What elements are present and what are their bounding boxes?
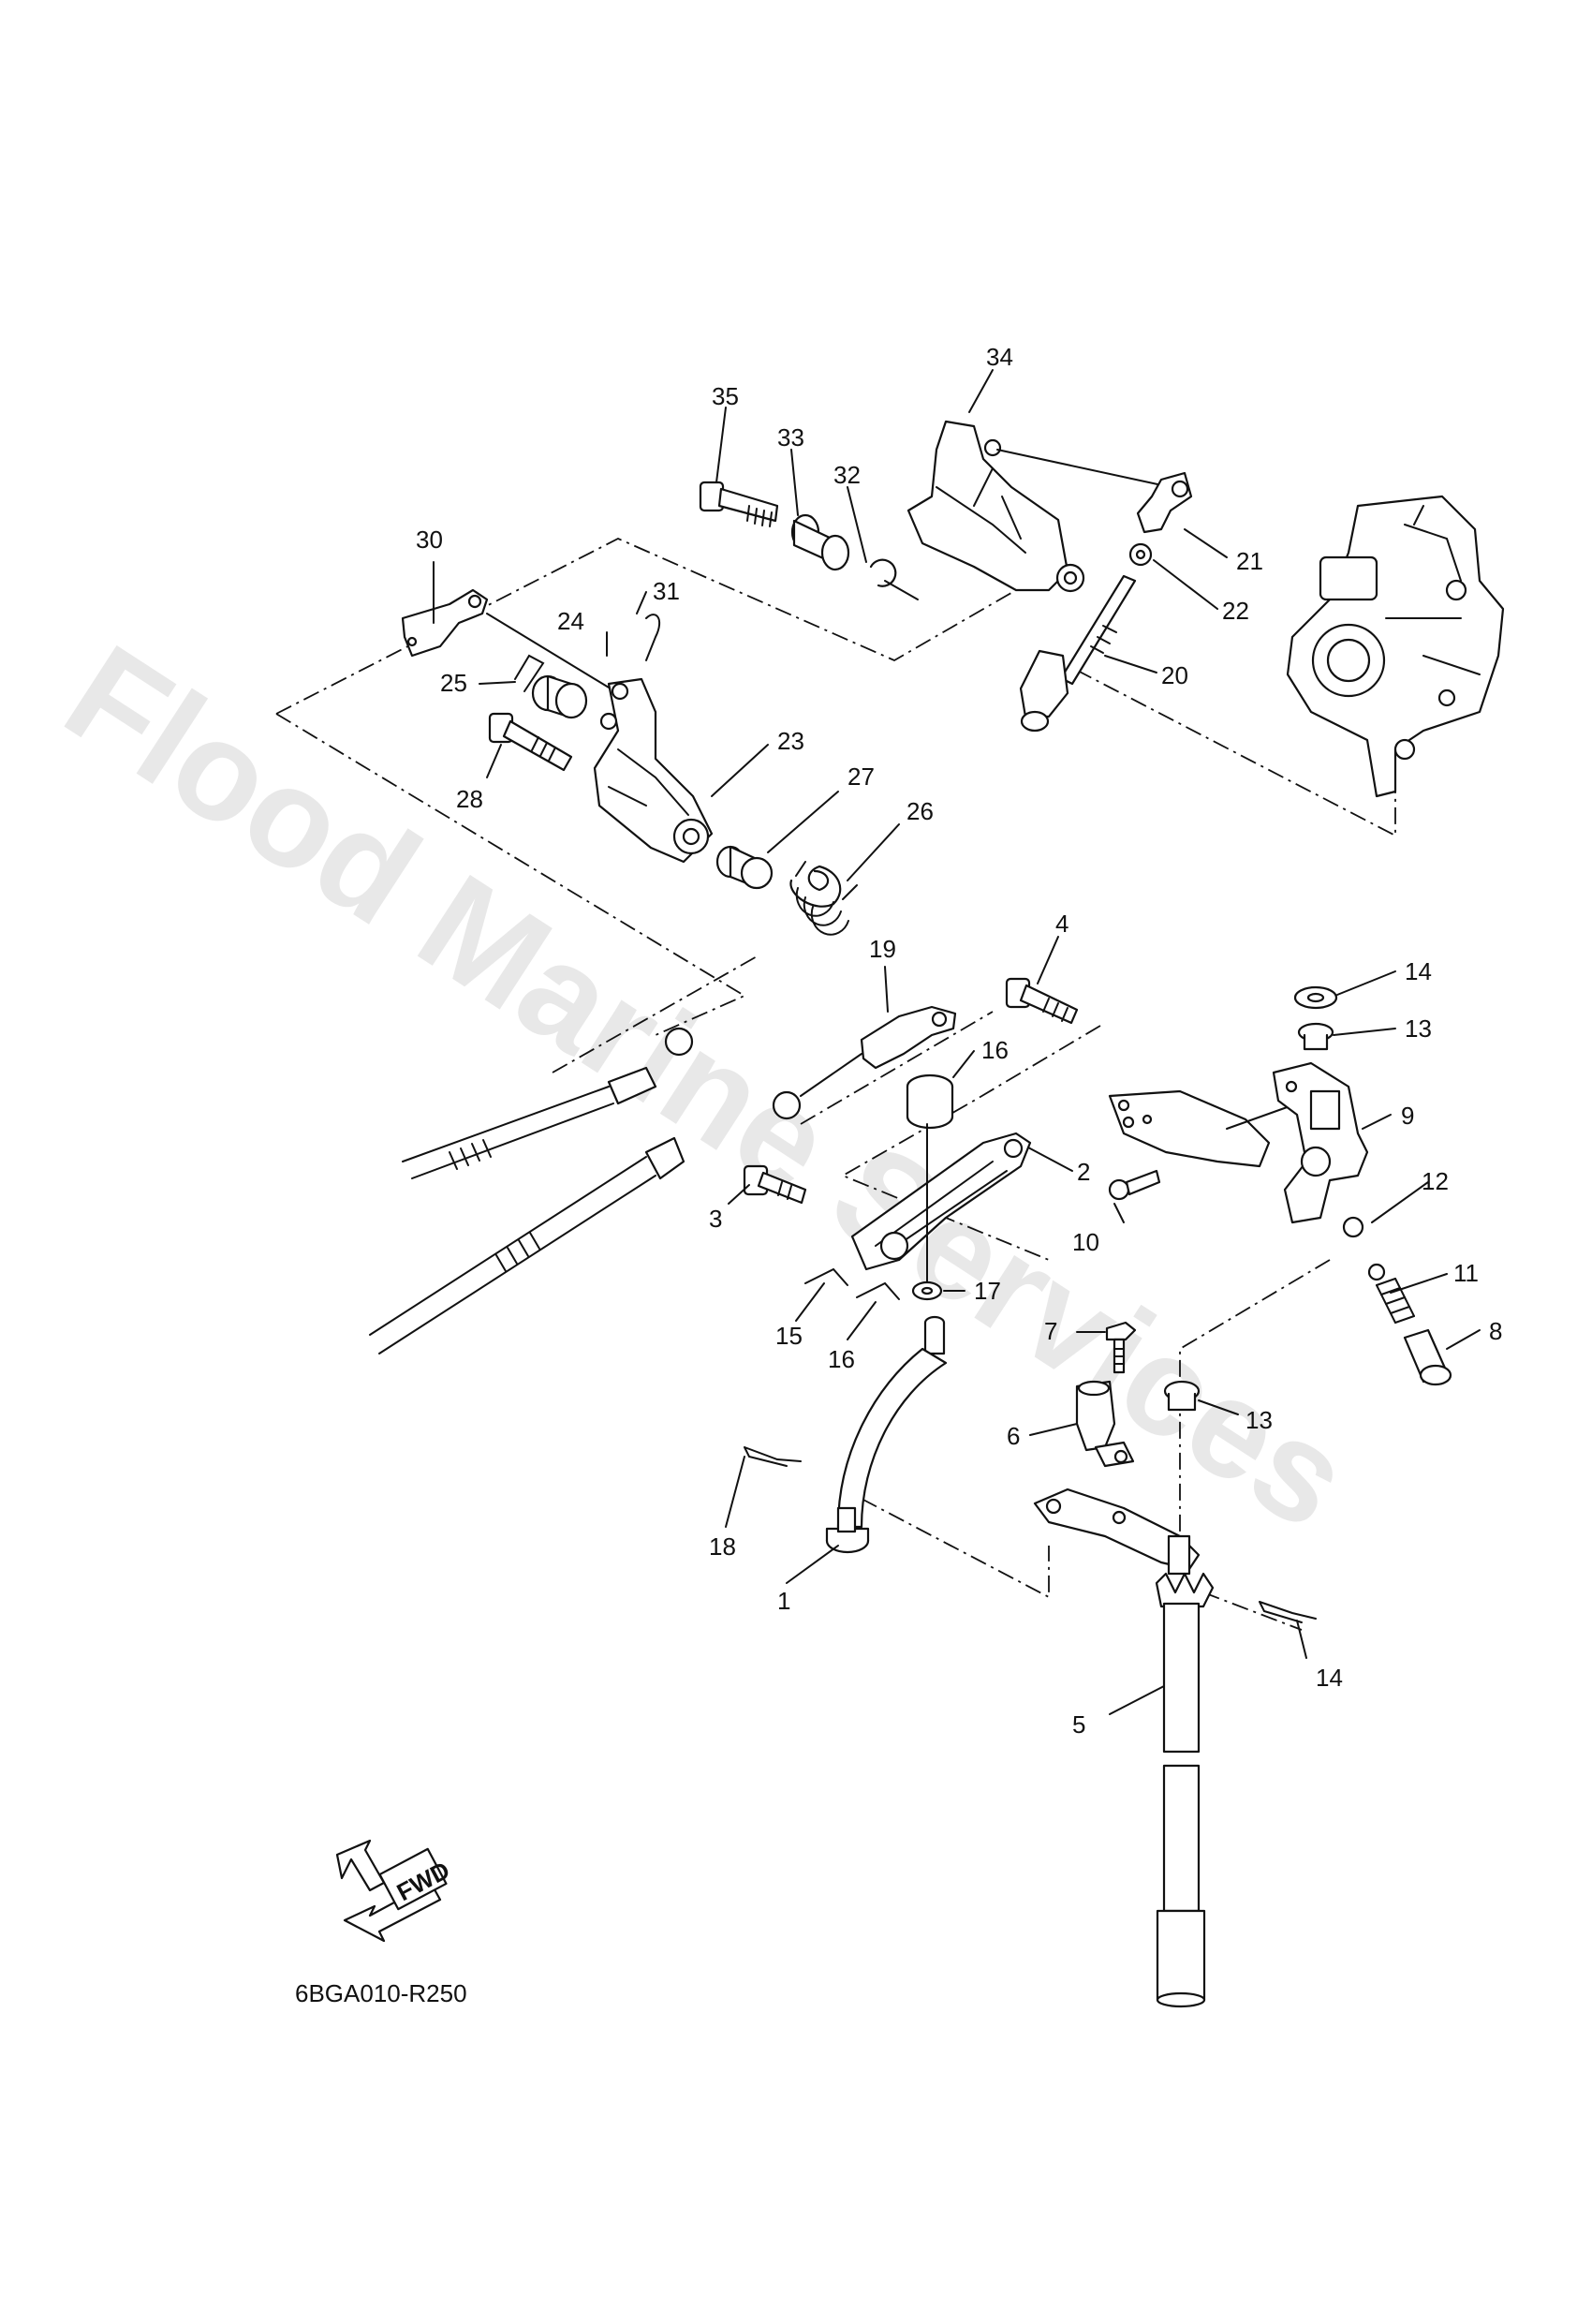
diagram-code: 6BGA010-R250 — [295, 1979, 467, 2007]
shift-rod-5 — [1156, 1602, 1206, 2008]
pin-26 — [514, 654, 545, 692]
collar-25 — [531, 674, 588, 719]
joint-20 — [860, 1005, 957, 1070]
shift-lever-10-bracket — [1108, 1089, 1271, 1168]
bolt-3 — [743, 1164, 807, 1205]
holder-9 — [1272, 1061, 1369, 1224]
callout-11: 11 — [1453, 1259, 1479, 1287]
callout-12: 12 — [1422, 1167, 1449, 1195]
callout-13-lower: 13 — [1245, 1406, 1273, 1434]
callout-16-right: 16 — [828, 1345, 855, 1373]
callout-16-left: 15 — [775, 1322, 803, 1350]
callout-1: 1 — [777, 1587, 790, 1615]
callout-15: 14 — [1316, 1664, 1343, 1692]
callout-22: 21 — [1236, 547, 1263, 575]
callout-21: 20 — [1161, 661, 1188, 689]
callout-33: 33 — [777, 423, 804, 451]
callout-13-upper: 13 — [1405, 1014, 1432, 1043]
bushing-13-lower — [1163, 1380, 1201, 1412]
rod-21 — [1019, 574, 1137, 733]
clip-35 — [645, 614, 661, 661]
callout-28: 27 — [847, 762, 875, 791]
lever-24 — [593, 677, 714, 864]
nut-23 — [1128, 542, 1153, 567]
bushing-28 — [715, 845, 774, 890]
pin-19 — [744, 1446, 802, 1467]
spring-27 — [789, 861, 858, 936]
callout-19: 18 — [709, 1532, 736, 1561]
callout-5: 5 — [1072, 1710, 1085, 1739]
callout-31: 35 — [712, 382, 739, 410]
bracket-30 — [906, 420, 1172, 593]
pin-15 — [1259, 1601, 1317, 1623]
callout-34: 30 — [416, 525, 443, 554]
fwd-arrow-icon: FWD — [335, 1839, 454, 1943]
callout-35: 31 — [653, 577, 680, 605]
callout-23: 22 — [1222, 597, 1249, 625]
cable-lower — [369, 1090, 802, 1354]
holder-6 — [1075, 1380, 1135, 1468]
washer-18 — [911, 1280, 943, 1301]
bolt-4 — [1005, 977, 1079, 1025]
bolt-7 — [1105, 1321, 1137, 1374]
link-34 — [401, 588, 489, 658]
callout-29: 28 — [456, 785, 483, 813]
callout-7: 7 — [1044, 1317, 1057, 1345]
callout-6: 6 — [1007, 1422, 1020, 1450]
shift-arm — [1033, 1488, 1215, 1608]
clips-16 — [804, 1267, 900, 1300]
collar-17 — [906, 1073, 954, 1130]
washer-14 — [1293, 985, 1338, 1010]
collar-33 — [790, 513, 850, 571]
screw-10 — [1108, 1169, 1161, 1201]
callout-20: 19 — [869, 935, 896, 963]
callout-9: 9 — [1401, 1102, 1414, 1130]
circlip-32 — [869, 558, 897, 587]
callout-10: 10 — [1072, 1228, 1099, 1256]
bolt-31 — [699, 481, 779, 527]
callout-labels: 34 35 33 32 21 22 20 30 31 24 25 23 28 2… — [416, 343, 1502, 1739]
bushing-13-upper — [1297, 1022, 1334, 1051]
callout-32: 32 — [833, 461, 861, 489]
callout-30: 34 — [986, 343, 1013, 371]
watermark: Flood Marine Services — [40, 614, 1377, 1559]
callout-25: 24 — [557, 607, 584, 635]
plug-8 — [1403, 1328, 1452, 1386]
callout-4: 4 — [1055, 910, 1069, 938]
throttle-body — [1286, 495, 1505, 798]
callout-3: 3 — [709, 1205, 722, 1233]
spring-11 — [1376, 1278, 1415, 1324]
link-2 — [850, 1132, 1032, 1271]
joint-22 — [1136, 471, 1193, 534]
callout-27: 26 — [906, 797, 934, 825]
callout-14: 14 — [1405, 957, 1432, 985]
callout-24: 23 — [777, 727, 804, 755]
ball-12 — [1342, 1216, 1386, 1281]
callout-17: 16 — [981, 1036, 1009, 1064]
callout-26: 25 — [440, 669, 467, 697]
leader-lines — [433, 369, 1481, 1715]
callout-2: 2 — [1077, 1158, 1090, 1186]
callout-18: 17 — [974, 1277, 1001, 1305]
callout-8: 8 — [1489, 1317, 1502, 1345]
bolt-29 — [488, 712, 573, 772]
cable-upper — [402, 1027, 694, 1179]
